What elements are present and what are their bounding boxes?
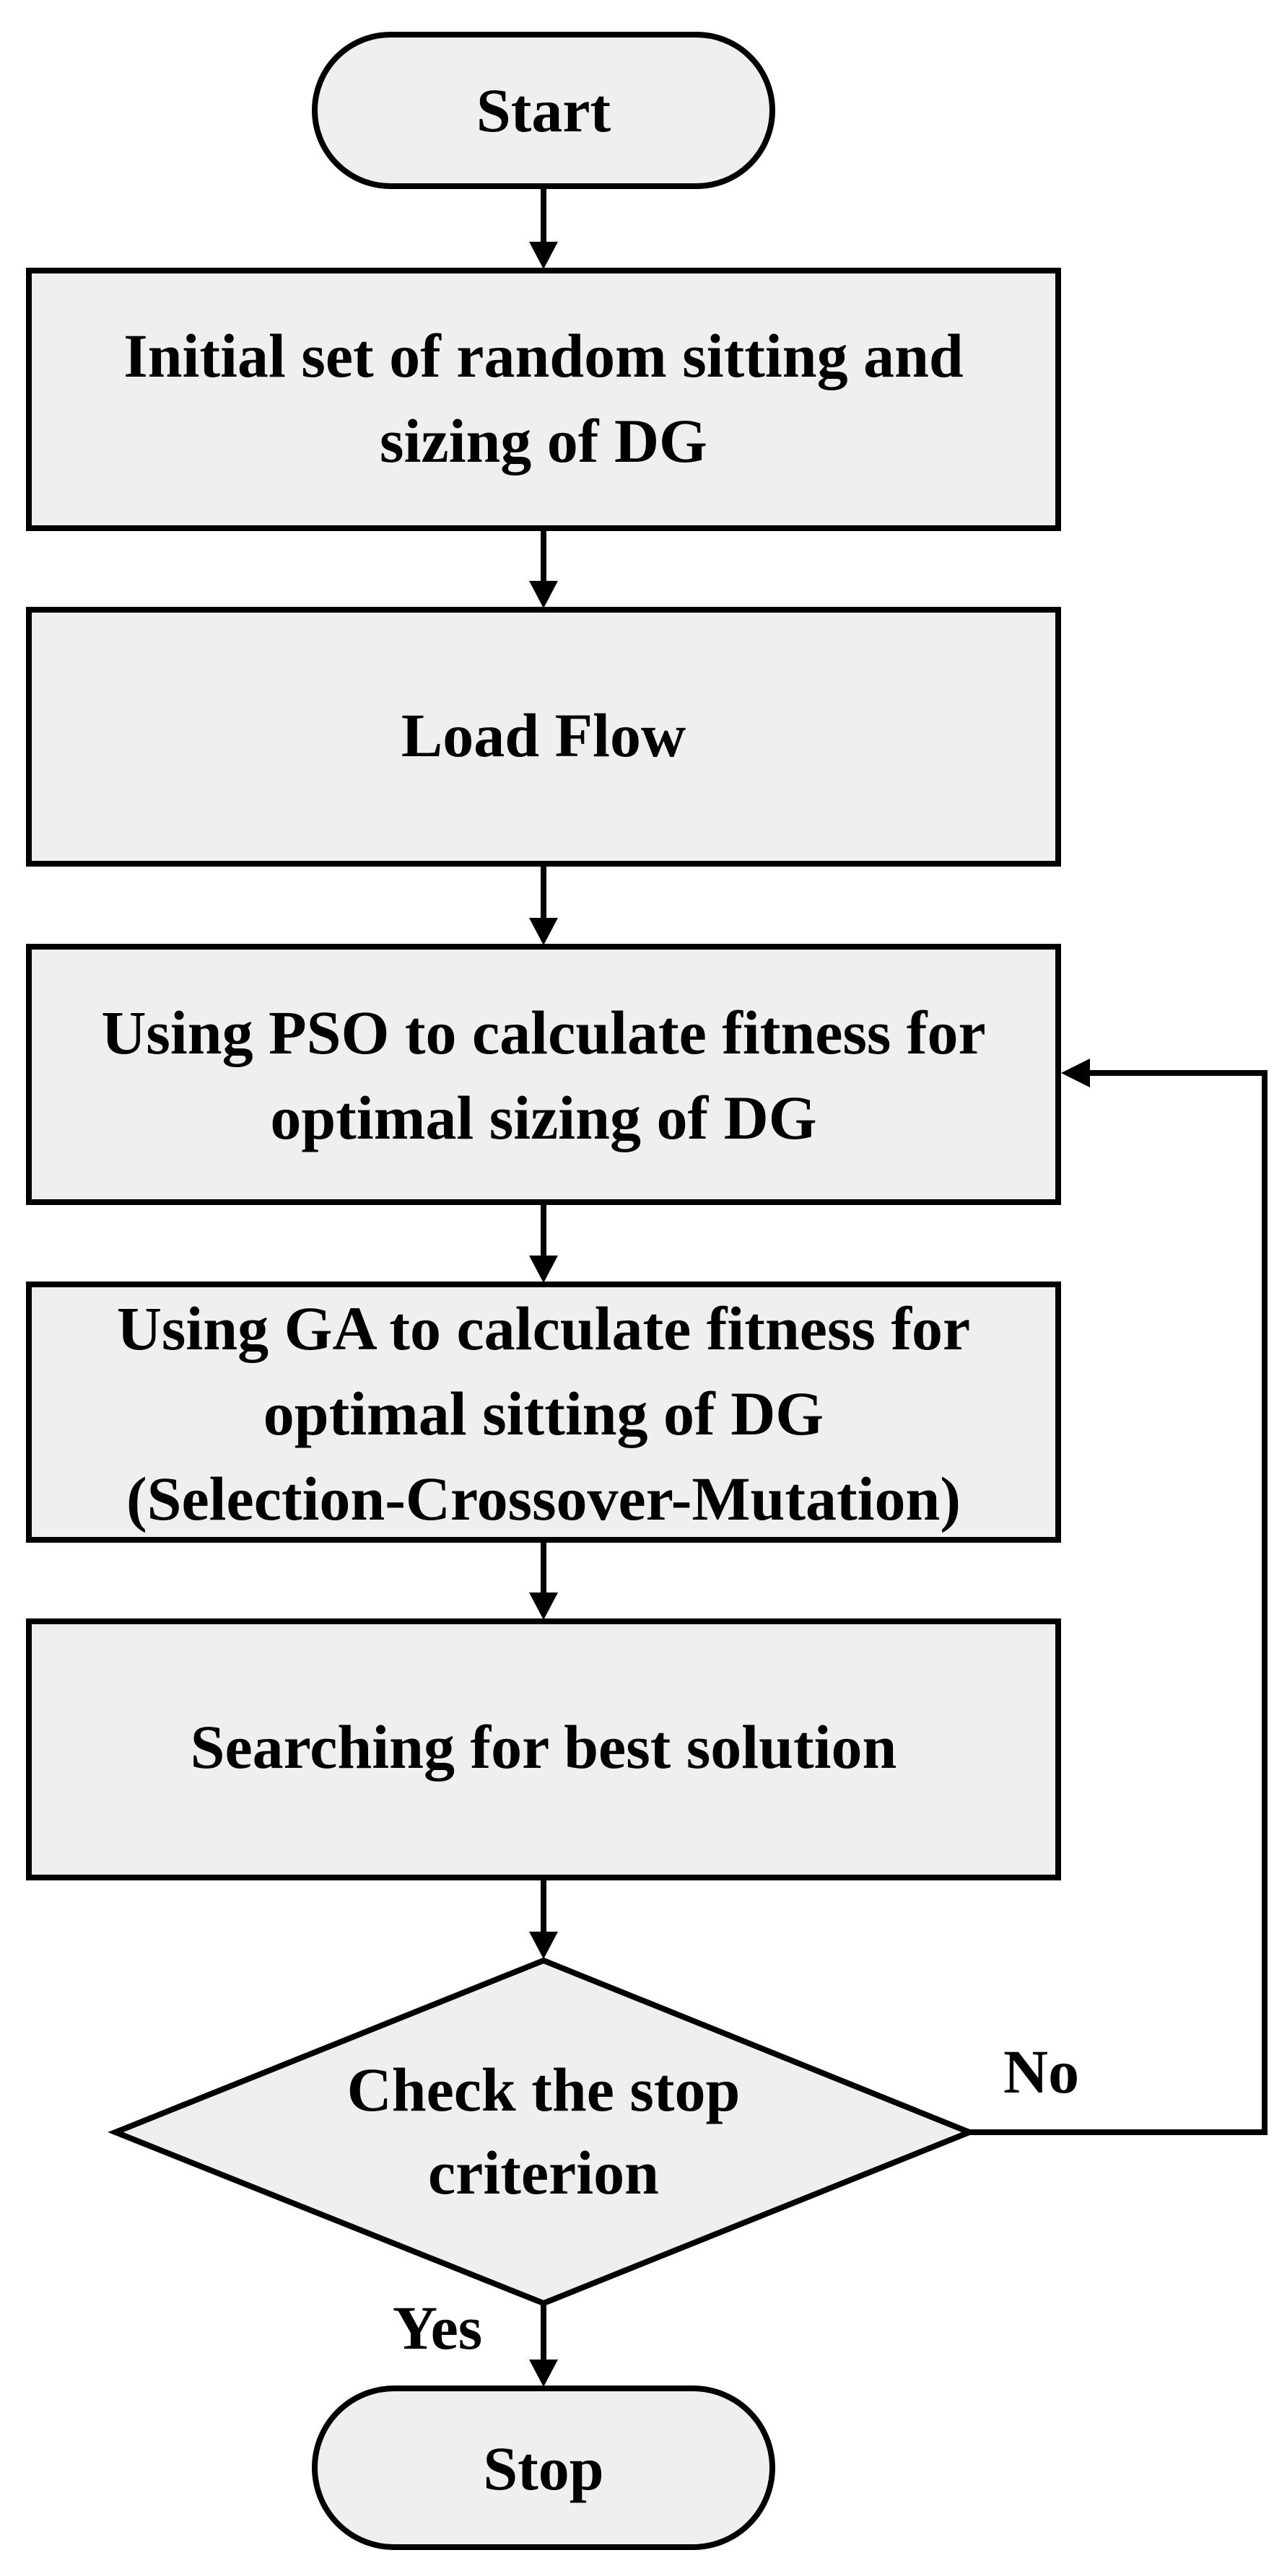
search-step-box: Searching for best solution (26, 1618, 1061, 1880)
init-step-line-1: Initial set of random sitting and (123, 321, 964, 390)
branch-yes-label: Yes (393, 2293, 482, 2362)
arrowhead (529, 2360, 558, 2387)
decision-node: Check the stop criterion (108, 1957, 977, 2307)
connector-start-to-init (529, 186, 558, 269)
init-step-box: Initial set of random sitting and sizing… (26, 268, 1061, 531)
pso-step-line-1: Using PSO to calculate fitness for (101, 998, 985, 1067)
arrowhead (529, 242, 558, 269)
decision-line-2: criterion (428, 2138, 659, 2207)
pso-step-box: Using PSO to calculate fitness for optim… (26, 944, 1061, 1205)
ga-step-line-1: Using GA to calculate fitness for (117, 1294, 970, 1363)
connector-search-to-decision (529, 1878, 558, 1959)
connector-load-flow-to-pso (529, 864, 558, 945)
decision-line-1: Check the stop (347, 2055, 741, 2124)
stop-label: Stop (483, 2434, 603, 2503)
branch-no-label: No (1003, 2037, 1079, 2106)
load-flow-step-box: Load Flow (26, 607, 1061, 867)
pso-step-line-2: optimal sizing of DG (270, 1083, 816, 1152)
load-flow-step-line-1: Load Flow (401, 701, 686, 770)
arrowhead (529, 1256, 558, 1283)
connector-decision-to-stop (529, 2303, 558, 2387)
arrowhead (1061, 1059, 1090, 1087)
ga-step-box: Using GA to calculate fitness for optima… (26, 1282, 1061, 1543)
connector-ga-to-search (529, 1540, 558, 1620)
ga-step-line-2: optimal sitting of DG (263, 1379, 824, 1448)
arrowhead (529, 1593, 558, 1620)
stop-node: Stop (312, 2386, 775, 2550)
init-step-line-2: sizing of DG (380, 406, 707, 476)
connector-pso-to-ga (529, 1202, 558, 1283)
connector-init-to-load-flow (529, 528, 558, 608)
arrowhead (529, 1932, 558, 1959)
start-node: Start (312, 32, 775, 189)
connector-no-loop-to-pso (969, 1059, 1268, 2135)
search-step-line-1: Searching for best solution (191, 1712, 897, 1782)
arrowhead (529, 918, 558, 945)
arrowhead (529, 581, 558, 608)
ga-step-line-3: (Selection-Crossover-Mutation) (126, 1464, 961, 1533)
start-label: Start (476, 76, 611, 145)
